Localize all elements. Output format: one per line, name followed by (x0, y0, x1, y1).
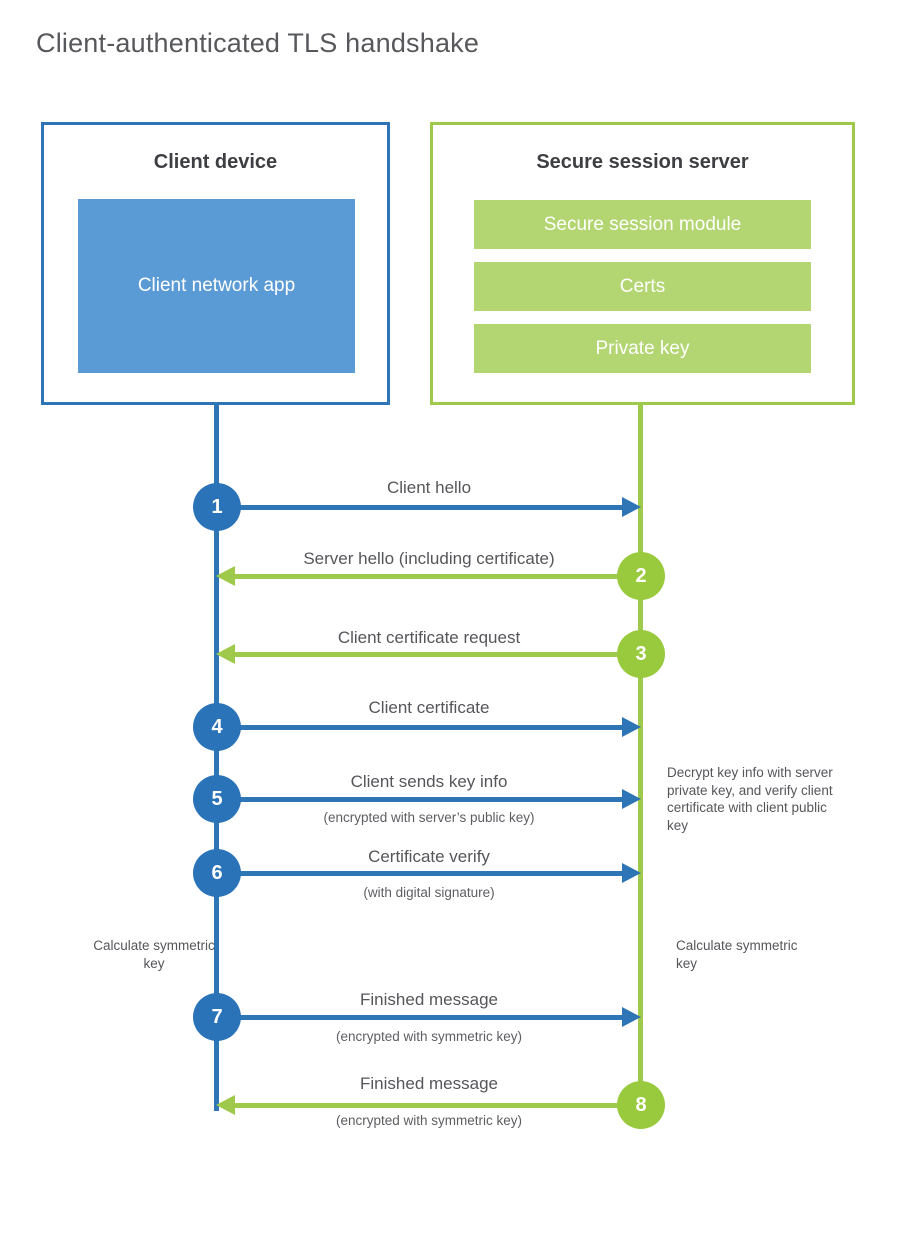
secure-session-server-title: Secure session server (536, 151, 749, 173)
arrow-head-right-icon (622, 497, 641, 517)
arrow-head-right-icon (622, 1007, 641, 1027)
client-lifeline (214, 405, 219, 1111)
arrow-head-right-icon (622, 717, 641, 737)
calculate-symmetric-key-note-client: Calculate symmetric key (93, 938, 215, 971)
arrow-head-right-icon (622, 789, 641, 809)
message-sublabel: (encrypted with symmetric key) (335, 1029, 523, 1044)
message-label: Client certificate request (337, 628, 521, 647)
message-arrow (235, 574, 641, 579)
arrow-head-left-icon (216, 1095, 235, 1115)
message-arrow (217, 725, 624, 730)
server-module-private-key: Private key (474, 324, 811, 373)
server-module-secure-session: Secure session module (474, 200, 811, 249)
server-module-certs: Certs (474, 262, 811, 311)
client-device-title: Client device (153, 151, 278, 173)
message-arrow (217, 871, 624, 876)
arrow-head-left-icon (216, 566, 235, 586)
message-arrow (235, 1103, 641, 1108)
message-label: Client sends key info (350, 772, 508, 791)
step-number-badge: 8 (617, 1081, 665, 1129)
secure-session-server-box: Secure session server Secure session mod… (430, 122, 855, 405)
message-label: Client hello (386, 478, 472, 497)
message-label: Finished message (360, 990, 498, 1009)
message-label: Client certificate (368, 698, 490, 717)
message-sublabel: (encrypted with server’s public key) (323, 810, 535, 825)
page-title: Client-authenticated TLS handshake (36, 28, 480, 58)
message-arrow (217, 797, 624, 802)
step-number-badge: 5 (193, 775, 241, 823)
step-number-badge: 7 (193, 993, 241, 1041)
message-label: Server hello (including certificate) (303, 549, 555, 568)
calculate-symmetric-key-note-server: Calculate symmetric key (676, 938, 798, 971)
message-label: Finished message (360, 1074, 498, 1093)
client-device-box: Client device Client network app (41, 122, 390, 405)
client-network-app-box: Client network app (78, 199, 355, 373)
step-number-badge: 2 (617, 552, 665, 600)
message-arrow (235, 652, 641, 657)
step-number-badge: 1 (193, 483, 241, 531)
step-number-badge: 6 (193, 849, 241, 897)
step-number-badge: 3 (617, 630, 665, 678)
decrypt-key-info-note: Decrypt key info with server private key… (667, 765, 833, 833)
message-sublabel: (with digital signature) (363, 885, 495, 900)
message-arrow (217, 505, 624, 510)
message-label: Certificate verify (368, 847, 490, 866)
arrow-head-left-icon (216, 644, 235, 664)
arrow-head-right-icon (622, 863, 641, 883)
message-sublabel: (encrypted with symmetric key) (335, 1113, 523, 1128)
server-lifeline (638, 405, 643, 1111)
message-arrow (217, 1015, 624, 1020)
step-number-badge: 4 (193, 703, 241, 751)
